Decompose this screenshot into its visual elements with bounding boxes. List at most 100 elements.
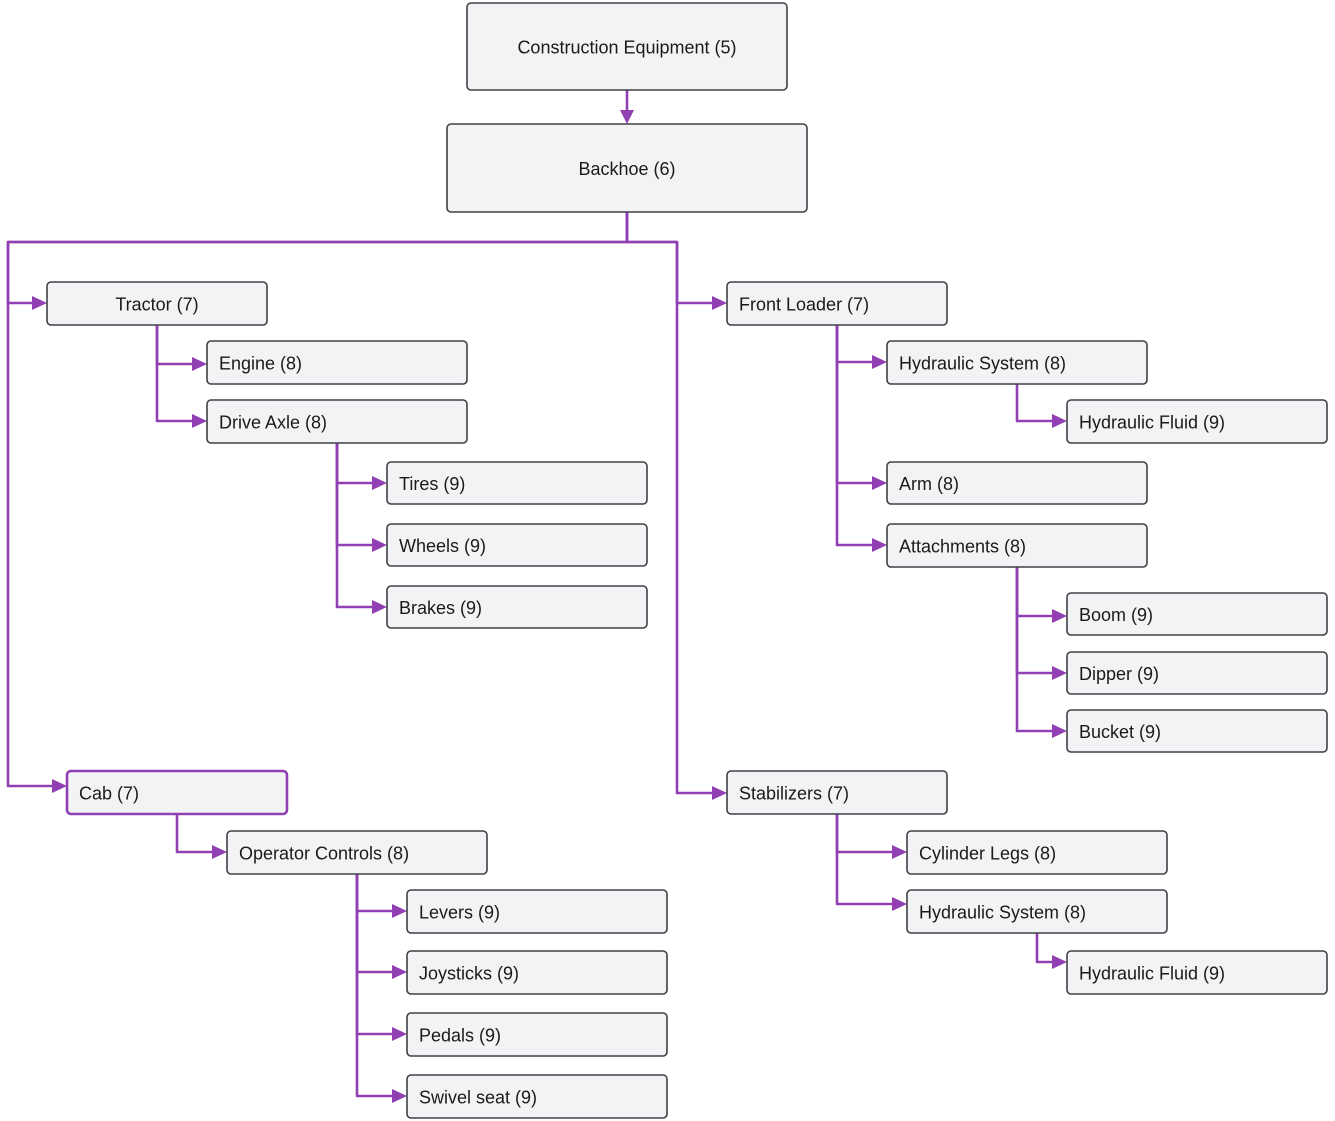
node-label: Dipper (9) [1079, 664, 1159, 684]
node-attachments[interactable]: Attachments (8) [886, 523, 1148, 568]
node-tractor[interactable]: Tractor (7) [46, 281, 268, 326]
arrowhead-icon [1052, 724, 1067, 738]
node-box [1066, 950, 1328, 995]
node-hydraulic-system[interactable]: Hydraulic System (8) [906, 889, 1168, 934]
node-cab[interactable]: Cab (7) [65, 769, 289, 816]
node-front-loader[interactable]: Front Loader (7) [726, 281, 948, 326]
node-box [206, 340, 468, 385]
node-box [466, 2, 788, 91]
edge-front-loader-to-attachments [835, 325, 887, 552]
edge-line [1015, 567, 1052, 675]
arrowhead-icon [892, 845, 907, 859]
node-label: Tractor (7) [115, 295, 198, 315]
arrowhead-icon [712, 786, 727, 800]
node-pedals[interactable]: Pedals (9) [406, 1012, 668, 1057]
edge-line [335, 443, 372, 547]
edge-attachments-to-bucket [1015, 567, 1067, 738]
node-backhoe[interactable]: Backhoe (6) [446, 123, 808, 213]
node-box [386, 585, 648, 629]
node-box [386, 523, 648, 567]
edge-line [1035, 933, 1052, 964]
edge-line [835, 325, 872, 547]
arrowhead-icon [392, 965, 407, 979]
edge-line [155, 325, 192, 366]
node-label: Drive Axle (8) [219, 413, 327, 433]
node-label: Cab (7) [79, 784, 139, 804]
node-box [406, 1074, 668, 1119]
node-levers[interactable]: Levers (9) [406, 889, 668, 934]
edge-line [355, 874, 392, 913]
node-brakes[interactable]: Brakes (9) [386, 585, 648, 629]
edge-front-loader-to-hydraulic-system [835, 325, 887, 369]
edge-stabilizers-to-cylinder-legs [835, 814, 907, 859]
edge-operator-controls-to-pedals [355, 874, 407, 1041]
arrowhead-icon [372, 476, 387, 490]
edge-line [335, 443, 372, 485]
edge-attachments-to-boom [1015, 567, 1067, 623]
arrowhead-icon [392, 904, 407, 918]
node-label: Stabilizers (7) [739, 784, 849, 804]
node-label: Hydraulic Fluid (9) [1079, 413, 1225, 433]
node-label: Hydraulic System (8) [899, 354, 1066, 374]
edge-line [355, 874, 392, 974]
edge-line [835, 814, 892, 906]
node-label: Wheels (9) [399, 536, 486, 556]
node-label: Bucket (9) [1079, 722, 1161, 742]
node-label: Swivel seat (9) [419, 1088, 537, 1108]
arrowhead-icon [1052, 666, 1067, 680]
node-dipper[interactable]: Dipper (9) [1066, 651, 1328, 695]
edge-line [175, 814, 212, 854]
node-joysticks[interactable]: Joysticks (9) [406, 950, 668, 995]
arrowhead-icon [392, 1089, 407, 1103]
node-construction-equipment[interactable]: Construction Equipment (5) [466, 2, 788, 91]
arrowhead-icon [372, 538, 387, 552]
node-box [886, 523, 1148, 568]
edge-line [1015, 567, 1052, 618]
arrowhead-icon [32, 296, 47, 310]
edge-cab-to-operator-controls [175, 814, 227, 859]
node-bucket[interactable]: Bucket (9) [1066, 709, 1328, 753]
node-label: Brakes (9) [399, 598, 482, 618]
node-label: Hydraulic Fluid (9) [1079, 964, 1225, 984]
node-label: Pedals (9) [419, 1026, 501, 1046]
edge-front-loader-to-arm [835, 325, 887, 490]
node-boom[interactable]: Boom (9) [1066, 592, 1328, 636]
edge-line [1015, 384, 1052, 423]
node-hydraulic-fluid[interactable]: Hydraulic Fluid (9) [1066, 399, 1328, 444]
arrowhead-icon [392, 1027, 407, 1041]
node-hydraulic-fluid[interactable]: Hydraulic Fluid (9) [1066, 950, 1328, 995]
node-box [886, 340, 1148, 385]
edge-tractor-to-drive-axle [155, 325, 207, 428]
node-engine[interactable]: Engine (8) [206, 340, 468, 385]
node-label: Engine (8) [219, 354, 302, 374]
node-label: Attachments (8) [899, 537, 1026, 557]
arrowhead-icon [712, 296, 727, 310]
node-wheels[interactable]: Wheels (9) [386, 523, 648, 567]
node-label: Cylinder Legs (8) [919, 844, 1056, 864]
node-hydraulic-system[interactable]: Hydraulic System (8) [886, 340, 1148, 385]
edge-operator-controls-to-levers [355, 874, 407, 918]
arrowhead-icon [192, 357, 207, 371]
node-tires[interactable]: Tires (9) [386, 461, 648, 505]
node-swivel-seat[interactable]: Swivel seat (9) [406, 1074, 668, 1119]
node-label: Levers (9) [419, 903, 500, 923]
node-operator-controls[interactable]: Operator Controls (8) [226, 830, 488, 875]
node-label: Arm (8) [899, 474, 959, 494]
node-drive-axle[interactable]: Drive Axle (8) [206, 399, 468, 444]
arrowhead-icon [872, 538, 887, 552]
node-cylinder-legs[interactable]: Cylinder Legs (8) [906, 830, 1168, 875]
node-arm[interactable]: Arm (8) [886, 461, 1148, 505]
node-stabilizers[interactable]: Stabilizers (7) [726, 770, 948, 815]
edge-operator-controls-to-joysticks [355, 874, 407, 979]
arrowhead-icon [620, 110, 634, 124]
edge-attachments-to-dipper [1015, 567, 1067, 680]
arrowhead-icon [872, 355, 887, 369]
arrowhead-icon [372, 600, 387, 614]
edge-construction-equipment-to-backhoe [620, 90, 634, 124]
edge-drive-axle-to-tires [335, 443, 387, 490]
node-box [1066, 399, 1328, 444]
edge-backhoe-to-stabilizers [625, 212, 727, 800]
diagram-edges [6, 90, 1067, 1103]
edge-line [835, 325, 872, 364]
edge-line [355, 874, 392, 1098]
